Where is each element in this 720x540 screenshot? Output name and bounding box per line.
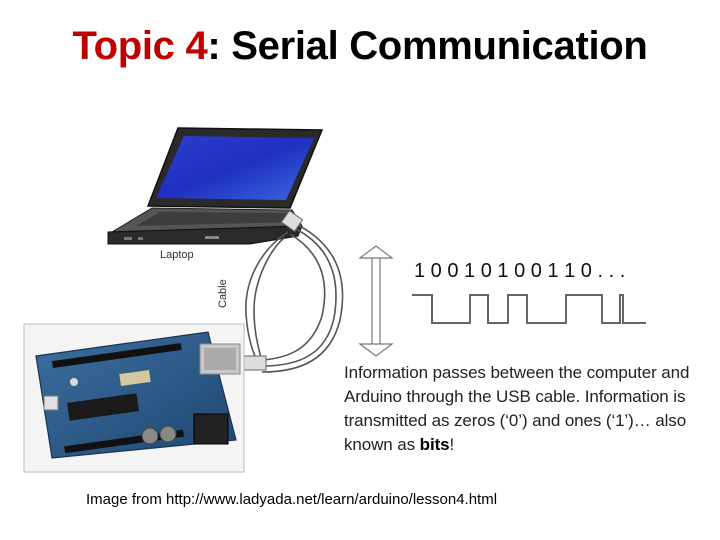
slide-title: Topic 4: Serial Communication: [0, 24, 720, 69]
usb-cable: [243, 209, 344, 373]
title-number: 4: [185, 24, 208, 68]
double-arrow: [358, 245, 394, 357]
info-end: !: [449, 435, 455, 454]
info-text: Information passes between the computer …: [344, 363, 690, 454]
title-prefix: Topic: [72, 24, 186, 68]
image-credit: Image from http://www.ladyada.net/learn/…: [86, 491, 498, 508]
info-bold-bits: bits: [419, 435, 450, 454]
title-rest: : Serial Communication: [207, 24, 648, 68]
square-waveform: [412, 294, 646, 324]
arduino-board-image: [23, 323, 245, 473]
bit-sequence: 1 0 0 1 0 1 0 0 1 1 0 . . .: [414, 260, 625, 282]
info-paragraph: Information passes between the computer …: [344, 361, 714, 457]
laptop-label: Laptop: [160, 249, 194, 261]
laptop-illustration: Laptop: [107, 127, 324, 261]
cable-label: Cable: [217, 279, 229, 308]
